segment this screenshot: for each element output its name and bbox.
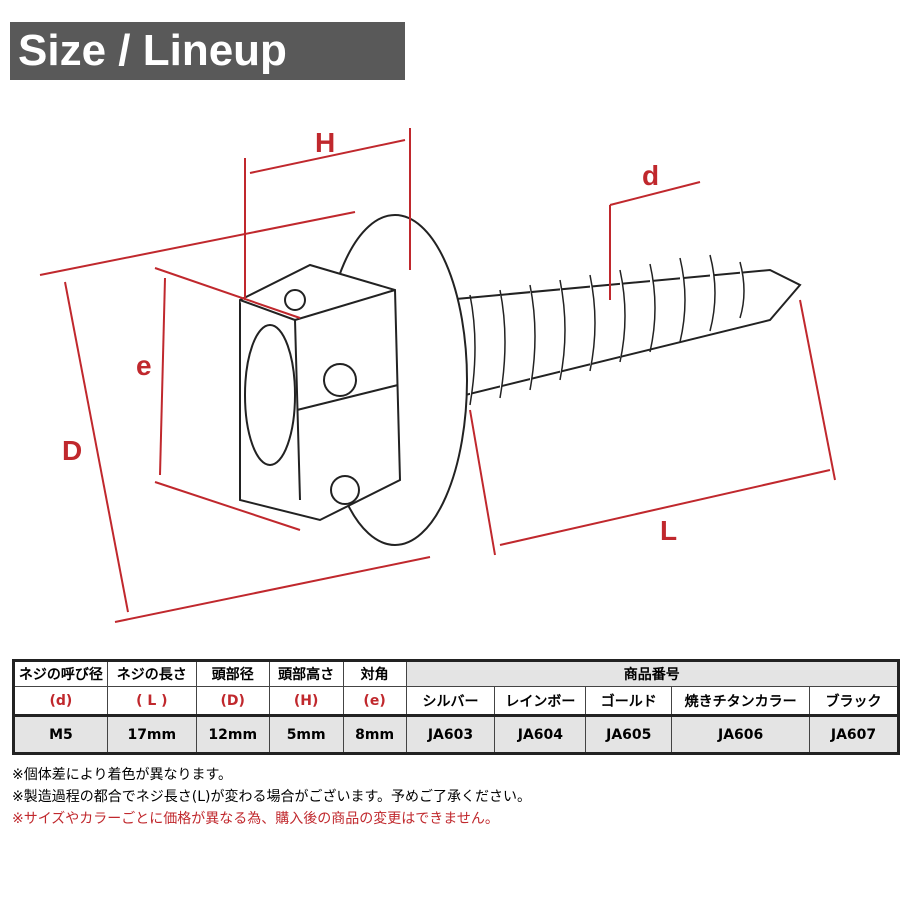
cell-d: M5 xyxy=(13,715,108,754)
cell-head-dia: 12mm xyxy=(195,715,270,754)
notes: ※個体差により着色が異なります。 ※製造過程の都合でネジ長さ(L)が変わる場合が… xyxy=(12,764,531,830)
header-l: ネジの長さ xyxy=(106,660,197,687)
sym-D: (D) xyxy=(195,686,270,716)
note-color: ※個体差により着色が異なります。 xyxy=(12,767,233,783)
cell-ja604: JA604 xyxy=(494,715,587,754)
cell-ja607: JA607 xyxy=(809,715,899,754)
label-d-small: d xyxy=(642,160,659,191)
color-rainbow: レインボー xyxy=(494,686,587,716)
color-black: ブラック xyxy=(809,686,899,716)
size-table: ネジの呼び径 ネジの長さ 頭部径 頭部高さ 対角 商品番号 (d) ( L ) … xyxy=(12,659,900,755)
label-l: L xyxy=(660,515,677,546)
note-exchange: ※サイズやカラーごとに価格が異なる為、購入後の商品の変更はできません。 xyxy=(12,811,499,827)
screw-diagram: H d e D L xyxy=(39,127,836,623)
sym-e: (e) xyxy=(342,686,407,716)
header-product-number: 商品番号 xyxy=(405,660,900,687)
cell-l: 17mm xyxy=(106,715,197,754)
cell-ja605: JA605 xyxy=(585,715,673,754)
header-head-height: 頭部高さ xyxy=(268,660,344,687)
label-d-large: D xyxy=(62,435,82,466)
header-head-dia: 頭部径 xyxy=(195,660,270,687)
sym-l: ( L ) xyxy=(106,686,197,716)
cell-diagonal: 8mm xyxy=(342,715,407,754)
cell-ja606: JA606 xyxy=(671,715,811,754)
cell-ja603: JA603 xyxy=(405,715,496,754)
color-gold: ゴールド xyxy=(585,686,673,716)
screw-drawing xyxy=(239,214,802,546)
header-diagonal: 対角 xyxy=(342,660,407,687)
header-d: ネジの呼び径 xyxy=(13,660,108,687)
note-length: ※製造過程の都合でネジ長さ(L)が変わる場合がございます。予めご了承ください。 xyxy=(12,789,532,805)
label-e: e xyxy=(136,350,152,381)
page-title: Size / Lineup xyxy=(10,22,405,80)
label-h: H xyxy=(315,127,335,158)
color-burnt-titanium: 焼きチタンカラー xyxy=(671,686,811,716)
cell-head-height: 5mm xyxy=(268,715,344,754)
sym-d: (d) xyxy=(13,686,108,716)
color-silver: シルバー xyxy=(405,686,496,716)
sym-h: (H) xyxy=(268,686,344,716)
dimension-lines xyxy=(39,128,836,623)
